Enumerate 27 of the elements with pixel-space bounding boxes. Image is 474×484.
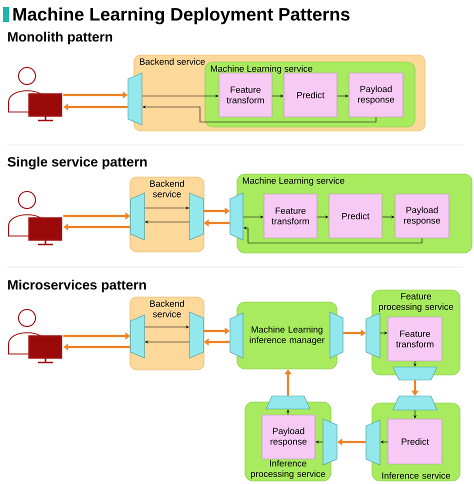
process-box: Predict xyxy=(284,72,338,118)
user-icon xyxy=(8,66,62,122)
service-box: Machine Learning inference manager xyxy=(236,302,338,370)
interface-trapezoid xyxy=(230,312,244,358)
process-box: Feature transform xyxy=(388,316,442,362)
process-box: Predict xyxy=(388,418,442,464)
process-box: Feature transform xyxy=(264,194,318,238)
interface-trapezoid xyxy=(128,72,142,126)
section-heading: Monolith pattern xyxy=(8,32,112,44)
interface-trapezoid xyxy=(230,192,244,240)
section-heading: Single service pattern xyxy=(8,156,147,170)
section-heading: Microservices pattern xyxy=(8,280,146,292)
process-box: Predict xyxy=(328,194,382,238)
process-box: Feature transform xyxy=(218,72,272,118)
interface-trapezoid xyxy=(330,312,344,358)
interface-trapezoid xyxy=(392,366,438,380)
interface-trapezoid xyxy=(366,420,380,466)
interface-trapezoid xyxy=(266,396,310,410)
user-icon xyxy=(8,308,62,364)
interface-trapezoid xyxy=(366,312,380,358)
interface-trapezoid xyxy=(322,418,338,466)
title: Machine Learning Deployment Patterns xyxy=(13,7,350,24)
process-box: Payload response xyxy=(348,72,404,118)
user-icon xyxy=(8,190,62,246)
interface-trapezoid xyxy=(392,396,438,410)
process-box: Payload response xyxy=(262,414,316,460)
process-box: Payload response xyxy=(394,194,450,238)
